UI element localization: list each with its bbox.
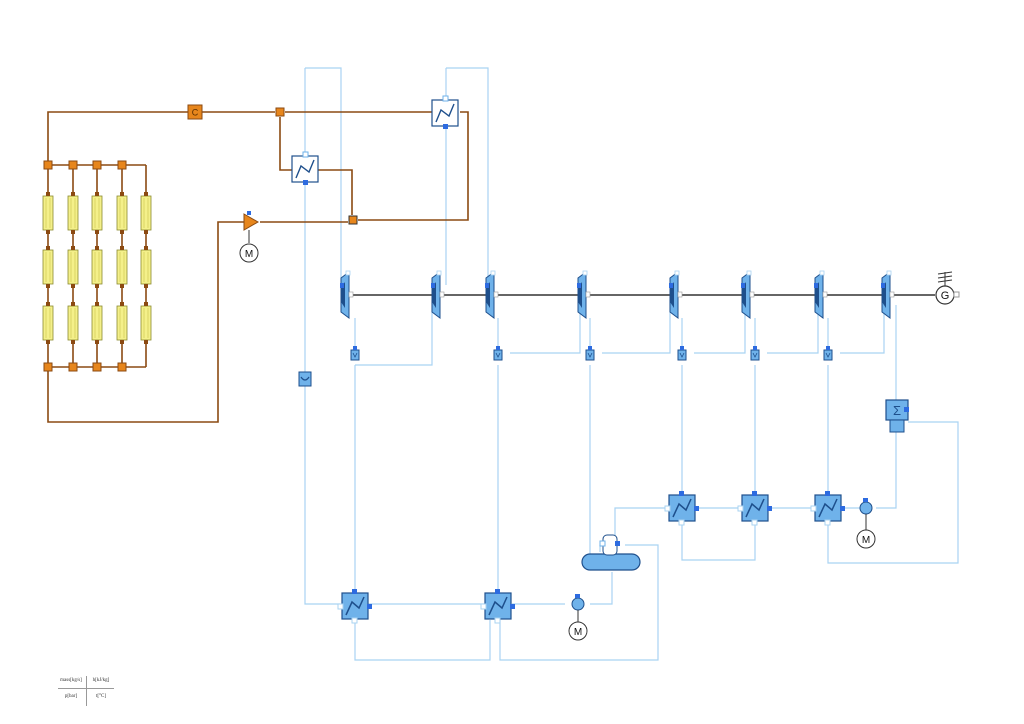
solar-collector-icon[interactable] xyxy=(116,192,128,234)
legend-enthalpy: h[kJ/kg] xyxy=(92,678,110,683)
valve-icon[interactable] xyxy=(117,160,127,170)
result-legend: mass[kg/s] h[kJ/kg] p[bar] t[°C] xyxy=(58,676,114,706)
turbine-icon[interactable] xyxy=(485,270,499,319)
solar-collector-icon[interactable] xyxy=(140,246,152,288)
solar-collector-icon[interactable] xyxy=(42,302,54,344)
valve-icon[interactable] xyxy=(68,160,78,170)
valve-icon[interactable] xyxy=(117,362,127,372)
splitter-icon[interactable] xyxy=(750,346,760,361)
hp-valve[interactable] xyxy=(298,371,312,387)
valve-icon[interactable] xyxy=(43,160,53,170)
deaerator[interactable] xyxy=(581,534,641,571)
pump-motor-symbol: M xyxy=(862,535,870,546)
solar-collector-icon[interactable] xyxy=(67,246,79,288)
solar-field xyxy=(42,192,152,344)
legend-temperature: t[°C] xyxy=(95,694,107,699)
svg-text:C: C xyxy=(192,108,199,118)
solar-collector-icon[interactable] xyxy=(67,302,79,344)
splitter-icon[interactable] xyxy=(585,346,595,361)
legend-divider xyxy=(86,676,87,706)
pump-motor-icon xyxy=(856,529,876,549)
salt-mixer-icon[interactable] xyxy=(348,215,358,225)
feedwater-heaters xyxy=(337,491,845,624)
solar-collector-icon[interactable] xyxy=(116,302,128,344)
turbine-icon[interactable] xyxy=(741,270,755,319)
solar-collector-icon[interactable] xyxy=(116,246,128,288)
salt-splitter-icon[interactable] xyxy=(275,107,285,117)
solar-collector-icon[interactable] xyxy=(42,246,54,288)
condensate-pump[interactable]: M xyxy=(856,498,876,549)
valve-icon[interactable] xyxy=(68,362,78,372)
generator[interactable]: G xyxy=(935,271,960,305)
steam-generator-hx[interactable] xyxy=(431,95,459,129)
pump-motor-icon xyxy=(239,243,259,263)
condenser[interactable]: Σ xyxy=(885,399,909,433)
valve-icon[interactable] xyxy=(43,362,53,372)
salt-valves: C xyxy=(43,104,358,372)
legend-pressure: p[bar] xyxy=(64,694,78,699)
heat-exchanger-icon[interactable] xyxy=(480,589,515,624)
svg-text:Σ: Σ xyxy=(893,403,901,418)
heat-exchanger-icon[interactable] xyxy=(337,589,372,624)
legend-mass: mass[kg/s] xyxy=(60,678,82,683)
extraction-splitters xyxy=(350,346,833,361)
turbine-stages xyxy=(340,270,895,319)
feedwater-pump[interactable]: M xyxy=(568,594,588,641)
solar-collector-icon[interactable] xyxy=(91,302,103,344)
pump-motor-symbol: M xyxy=(245,249,253,260)
salt-pump[interactable]: M xyxy=(239,211,260,263)
heat-exchanger-icon[interactable] xyxy=(737,491,772,526)
solar-collector-icon[interactable] xyxy=(67,192,79,234)
generator-label: G xyxy=(941,290,950,302)
deaerator-icon xyxy=(581,553,641,571)
pump-motor-symbol: M xyxy=(574,627,582,638)
solar-collector-icon[interactable] xyxy=(42,192,54,234)
valve-icon[interactable] xyxy=(92,160,102,170)
solar-collector-icon[interactable] xyxy=(140,302,152,344)
heat-exchanger-icon[interactable] xyxy=(810,491,845,526)
salt-piping xyxy=(47,111,469,423)
turbine-icon[interactable] xyxy=(577,270,591,319)
solar-collector-icon[interactable] xyxy=(91,246,103,288)
turbine-icon[interactable] xyxy=(669,270,683,319)
splitter-icon[interactable] xyxy=(823,346,833,361)
pump-motor-icon xyxy=(568,621,588,641)
turbine-icon[interactable] xyxy=(881,270,895,319)
splitter-icon[interactable] xyxy=(350,346,360,361)
water-steam-piping xyxy=(304,67,959,661)
turbine-icon[interactable] xyxy=(340,270,354,319)
cold-tank-icon[interactable] xyxy=(187,104,203,120)
turbine-icon[interactable] xyxy=(814,270,828,319)
solar-collector-icon[interactable] xyxy=(140,192,152,234)
valve-icon[interactable] xyxy=(92,362,102,372)
turbine-icon[interactable] xyxy=(431,270,445,319)
heat-exchanger-icon[interactable] xyxy=(664,491,699,526)
splitter-icon[interactable] xyxy=(493,346,503,361)
reheater-hx[interactable] xyxy=(291,151,319,185)
solar-collector-icon[interactable] xyxy=(91,192,103,234)
splitter-icon[interactable] xyxy=(677,346,687,361)
